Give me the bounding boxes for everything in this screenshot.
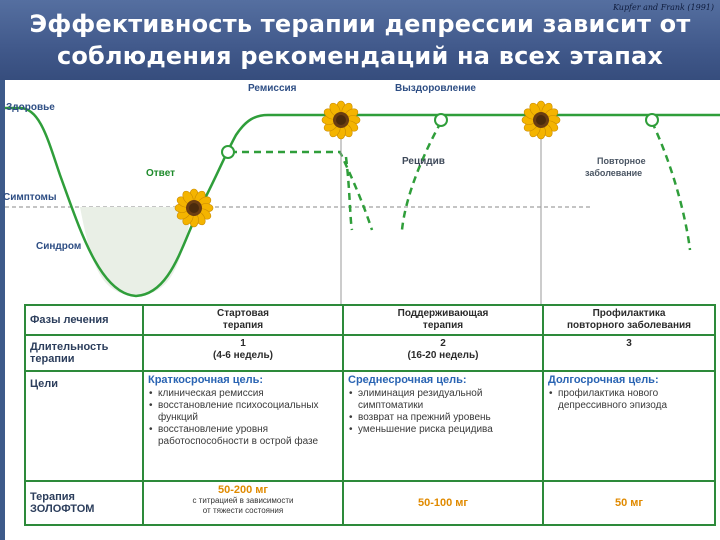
row-label-duration: Длительность терапии — [24, 334, 144, 372]
label-relapse: Рецидив — [402, 156, 445, 167]
goal-1-cell: Краткосрочная цель: клиническая ремиссия… — [142, 370, 344, 482]
dose-3: 50 мг — [614, 497, 643, 509]
response-circle-marker-icon — [221, 145, 235, 159]
recurrence-circle-marker-icon — [645, 113, 659, 127]
phase-2-cell: Поддерживающая терапия — [342, 304, 544, 336]
sunflower-icon — [521, 100, 561, 140]
dose-1-cell: 50-200 мг с титрацией в зависимости от т… — [142, 480, 344, 526]
goal-1-title: Краткосрочная цель: — [148, 374, 264, 386]
phase-3-cell: Профилактика повторного заболевания — [542, 304, 716, 336]
duration-label-line-2: терапии — [30, 353, 75, 365]
table-row-therapy: Терапия ЗОЛОФТОМ 50-200 мг с титрацией в… — [24, 480, 716, 526]
goal-2-title: Среднесрочная цель: — [348, 374, 467, 386]
label-syndrome: Синдром — [36, 241, 81, 252]
goal-3-title: Долгосрочная цель: — [548, 374, 659, 386]
relapse-dashed — [400, 121, 443, 231]
dose-1-note-line-1: с титрацией в зависимости — [192, 496, 294, 505]
label-recurrence-1: Повторное — [597, 156, 646, 166]
sunflower-icon — [321, 100, 361, 140]
label-recurrence-2: заболевание — [585, 168, 642, 178]
therapy-label-line-1: Терапия — [30, 491, 75, 503]
phase-3-line-2: повторного заболевания — [566, 320, 692, 331]
treatment-phases-table: Фазы лечения Стартовая терапия Поддержив… — [24, 304, 716, 526]
phase-1-cell: Стартовая терапия — [142, 304, 344, 336]
label-recovery: Выздоровление — [395, 83, 476, 94]
list-item: уменьшение риска рецидива — [349, 424, 538, 436]
list-item: восстановление психосоциальных функций — [149, 400, 338, 424]
title-line-2: соблюдения рекомендаций на всех этапах — [56, 42, 664, 70]
label-remission: Ремиссия — [248, 83, 297, 94]
duration-2-text: (16-20 недель) — [407, 350, 479, 361]
list-item: возврат на прежний уровень — [349, 412, 538, 424]
recurrence-dashed — [650, 121, 692, 251]
dose-1-note-line-2: от тяжести состояния — [202, 506, 284, 515]
source-citation: Kupfer and Frank (1991) — [612, 3, 714, 12]
therapy-label-line-2: ЗОЛОФТОМ — [30, 503, 95, 515]
duration-1-text: (4-6 недель) — [213, 350, 273, 361]
list-item: клиническая ремиссия — [149, 388, 338, 400]
list-item: восстановление уровня работоспособности … — [149, 424, 338, 448]
row-label-goals: Цели — [24, 370, 144, 482]
dose-2-cell: 50-100 мг — [342, 480, 544, 526]
dose-1: 50-200 мг — [217, 484, 269, 496]
phase-1-line-1: Стартовая — [217, 308, 269, 319]
treatment-curve — [5, 106, 720, 298]
phase-2-line-1: Поддерживающая — [397, 308, 489, 319]
duration-label-line-1: Длительность — [30, 341, 109, 353]
relapse-circle-marker-icon — [434, 113, 448, 127]
syndrome-area — [80, 207, 193, 296]
duration-1-number: 1 — [240, 338, 246, 349]
duration-2-number: 2 — [440, 338, 446, 349]
left-accent-strip — [0, 80, 5, 540]
row-label-therapy: Терапия ЗОЛОФТОМ — [24, 480, 144, 526]
phase-2-line-2: терапия — [422, 320, 464, 331]
goal-3-cell: Долгосрочная цель: профилактика нового д… — [542, 370, 716, 482]
table-row-phases: Фазы лечения Стартовая терапия Поддержив… — [24, 304, 716, 336]
goal-2-cell: Среднесрочная цель: элиминация резидуаль… — [342, 370, 544, 482]
list-item: профилактика нового депрессивного эпизод… — [549, 388, 710, 412]
depression-course-diagram: Здоровье Симптомы Синдром Ответ Ремиссия… — [3, 83, 720, 304]
list-item: элиминация резидуальной симптоматики — [349, 388, 538, 412]
duration-3-cell: 3 — [542, 334, 716, 372]
row-label-phases: Фазы лечения — [24, 304, 144, 336]
duration-2-cell: 2 (16-20 недель) — [342, 334, 544, 372]
title-line-1: Эффективность терапии депрессии зависит … — [29, 10, 691, 38]
relapse-dashed-2 — [344, 156, 354, 231]
duration-3-number: 3 — [626, 338, 632, 349]
phase-1-line-2: терапия — [222, 320, 264, 331]
dose-3-cell: 50 мг — [542, 480, 716, 526]
title-bar: Kupfer and Frank (1991) Эффективность те… — [0, 0, 720, 80]
dose-2: 50-100 мг — [417, 497, 469, 509]
label-symptoms: Симптомы — [3, 192, 57, 203]
phase-3-line-1: Профилактика — [592, 308, 666, 319]
label-healthy: Здоровье — [6, 102, 55, 113]
table-row-duration: Длительность терапии 1 (4-6 недель) 2 (1… — [24, 334, 716, 372]
table-row-goals: Цели Краткосрочная цель: клиническая рем… — [24, 370, 716, 482]
duration-1-cell: 1 (4-6 недель) — [142, 334, 344, 372]
page-title: Эффективность терапии депрессии зависит … — [0, 8, 720, 72]
label-response: Ответ — [146, 168, 175, 179]
